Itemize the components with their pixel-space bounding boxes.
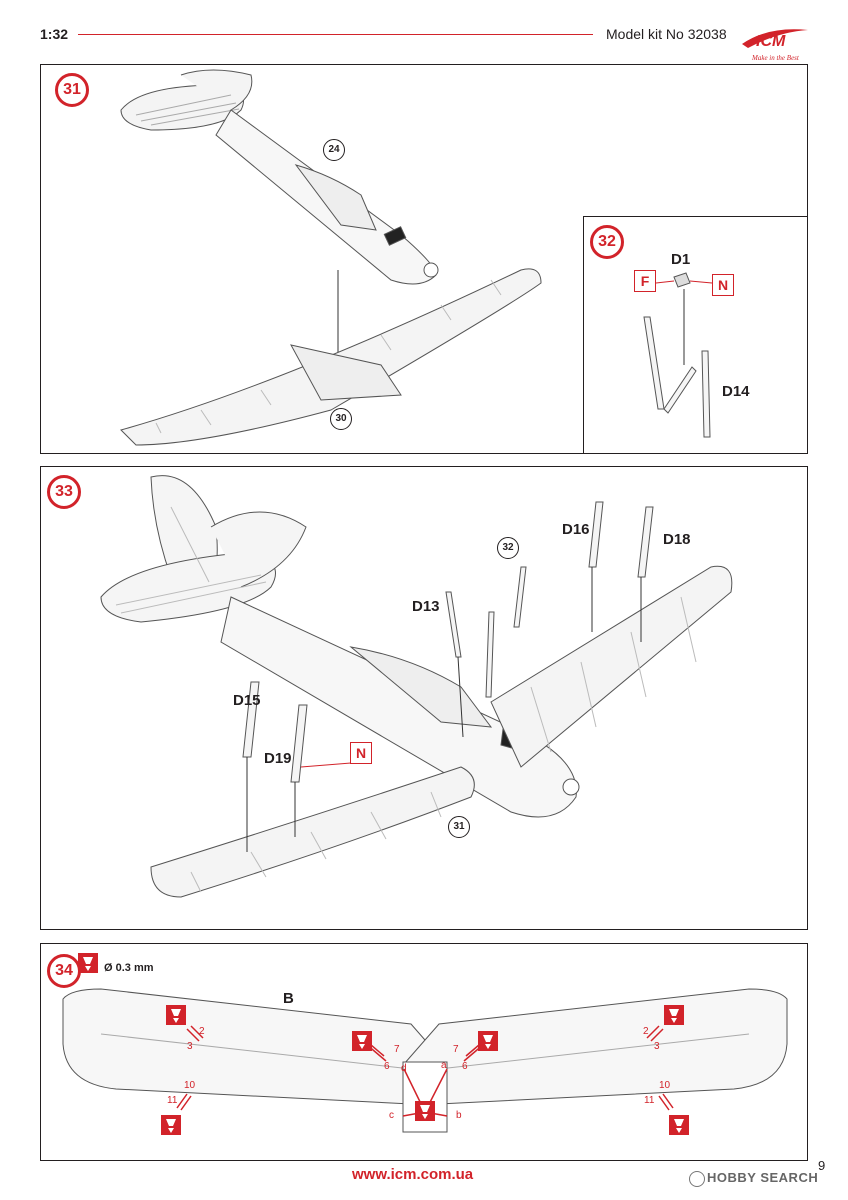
hole-b: b — [456, 1110, 462, 1121]
part-d13: D13 — [412, 598, 440, 615]
hole-3-left: 3 — [187, 1041, 193, 1052]
drill-icon — [77, 952, 99, 974]
step-31-number: 31 — [55, 73, 89, 107]
hole-11-left: 11 — [167, 1095, 178, 1106]
ref-30: 30 — [330, 408, 352, 430]
hole-2-left: 2 — [199, 1026, 205, 1037]
step-32-number: 32 — [590, 225, 624, 259]
watermark: HOBBY SEARCH — [707, 1170, 819, 1185]
drill-icon — [477, 1030, 499, 1052]
drill-diameter: Ø 0.3 mm — [104, 962, 154, 974]
step-34-drawing — [62, 988, 788, 1133]
drill-icon — [663, 1004, 685, 1026]
part-d15: D15 — [233, 692, 261, 709]
part-d16: D16 — [562, 521, 590, 538]
scale-label: 1:32 — [40, 26, 69, 42]
drill-icon — [351, 1030, 373, 1052]
ref-24: 24 — [323, 139, 345, 161]
hole-d: d — [401, 1063, 407, 1074]
footer-url[interactable]: www.icm.com.ua — [352, 1166, 474, 1183]
hole-a: a — [441, 1060, 447, 1071]
part-d18: D18 — [663, 531, 691, 548]
hole-3-right: 3 — [654, 1041, 660, 1052]
part-d14: D14 — [722, 383, 750, 400]
header-rule — [78, 34, 593, 35]
tag-n: N — [350, 742, 372, 764]
watermark-logo-icon — [689, 1171, 705, 1187]
step-32-drawing — [643, 272, 713, 438]
hole-10-left: 10 — [184, 1080, 196, 1091]
step-34-number: 34 — [47, 954, 81, 988]
hole-6-right: 6 — [462, 1061, 468, 1072]
step-33-panel: 33 32 31 D16 D18 D13 D15 D19 N — [40, 466, 808, 930]
hole-10-right: 10 — [659, 1080, 671, 1091]
step-33-number: 33 — [47, 475, 81, 509]
ref-31: 31 — [448, 816, 470, 838]
svg-text:ICM: ICM — [756, 33, 786, 50]
drill-icon — [414, 1100, 436, 1122]
svg-text:Make in the Best: Make in the Best — [751, 54, 800, 62]
hole-6-left: 6 — [384, 1061, 390, 1072]
part-d1: D1 — [671, 251, 691, 268]
drill-icon — [160, 1114, 182, 1136]
hole-7-right: 7 — [453, 1044, 459, 1055]
page-number: 9 — [818, 1158, 826, 1173]
step-33-drawing — [100, 475, 733, 898]
icm-logo: ICM Make in the Best — [738, 22, 810, 64]
hole-7-left: 7 — [394, 1044, 400, 1055]
hole-2-right: 2 — [643, 1026, 649, 1037]
drill-icon — [165, 1004, 187, 1026]
step-31-drawing — [120, 69, 542, 446]
tag-n: N — [712, 274, 734, 296]
ref-32: 32 — [497, 537, 519, 559]
tag-f: F — [634, 270, 656, 292]
part-d19: D19 — [264, 750, 292, 767]
part-b: B — [283, 990, 294, 1007]
drill-icon — [668, 1114, 690, 1136]
kit-number: Model kit No 32038 — [606, 26, 727, 42]
step-34-panel: 34 Ø 0.3 mm B 2 3 10 11 7 6 2 3 10 11 7 … — [40, 943, 808, 1161]
hole-c: c — [389, 1110, 394, 1121]
hole-11-right: 11 — [644, 1095, 655, 1106]
step-32-panel: 32 D1 F N D14 — [583, 216, 808, 454]
